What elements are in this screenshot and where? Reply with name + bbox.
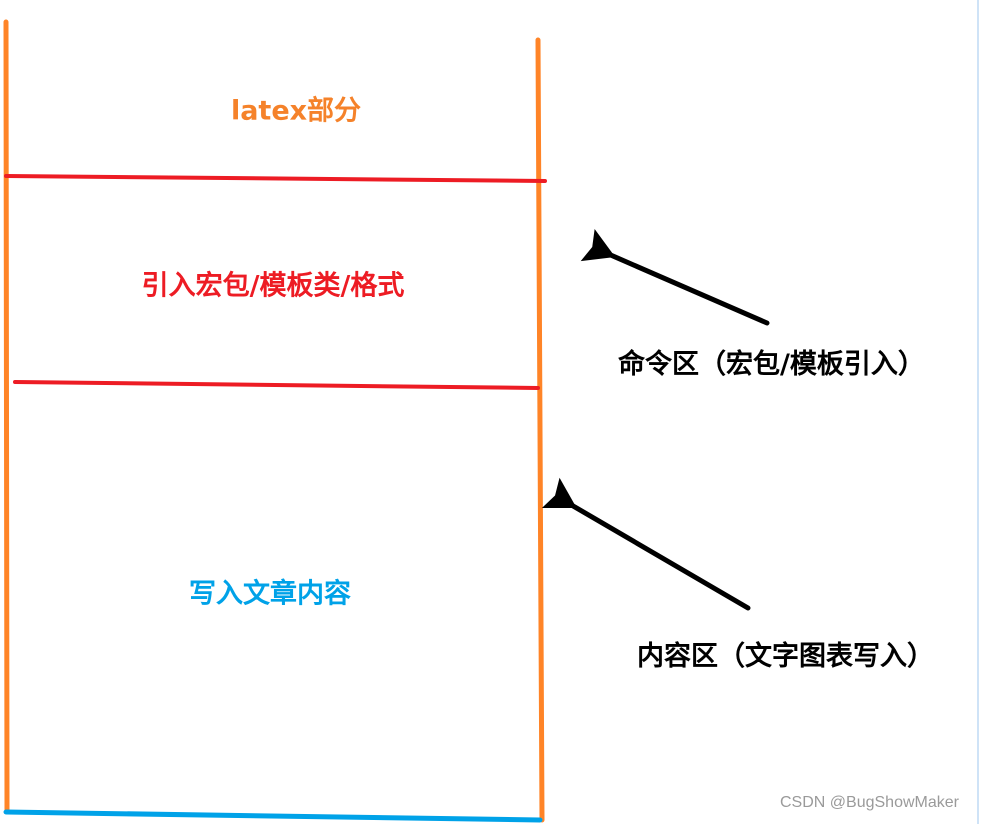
left-frame-line [3, 19, 10, 815]
arrow-command-area [580, 228, 770, 326]
arrow-content-area [541, 477, 751, 611]
section-label-content: 写入文章内容 [189, 578, 351, 610]
annotation-content-area: 内容区（文字图表写入） [637, 641, 934, 672]
watermark: CSDN @BugShowMaker [780, 794, 959, 811]
annotation-command-area: 命令区（宏包/模板引入） [618, 349, 925, 380]
bottom-line [3, 809, 543, 823]
divider-line-top [4, 174, 547, 183]
section-label-preamble: 引入宏包/模板类/格式 [141, 270, 405, 302]
divider-line-middle [13, 380, 540, 390]
right-frame-line [535, 37, 545, 823]
section-label-latex: latex部分 [230, 95, 362, 127]
